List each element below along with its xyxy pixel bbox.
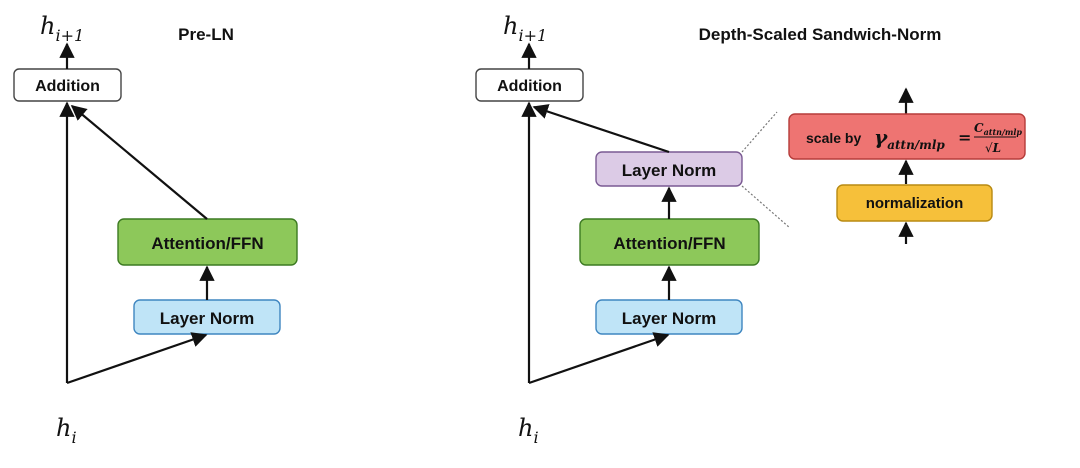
svg-text:hi+1: hi+1	[503, 12, 547, 45]
sandwich-input-to-layernorm-arrow	[528, 332, 670, 385]
normalization-label: normalization	[866, 195, 964, 212]
zoom-guide-lower	[741, 185, 791, 229]
pre-ln-input-label: hi	[56, 414, 77, 447]
pre-ln-panel: Pre-LN hi+1 hi Addition Attention/FFN La…	[13, 12, 298, 447]
svg-text:γattn/mlp: γattn/mlp	[874, 125, 945, 152]
sandwich-top-layernorm-label: Layer Norm	[622, 161, 716, 180]
svg-text:hi+1: hi+1	[40, 12, 84, 45]
sandwich-attention-label: Attention/FFN	[613, 234, 725, 253]
pre-ln-input-base: h	[56, 414, 71, 442]
sandwich-norm-detail: scale by γattn/mlp = Cattn/mlp √L normal…	[788, 87, 1026, 244]
sandwich-input-label: hi	[518, 414, 539, 447]
pre-ln-attention-box	[117, 218, 298, 266]
pre-ln-input-to-layernorm-arrow	[66, 332, 208, 385]
sandwich-input-sub: i	[533, 428, 538, 447]
svg-text:Cattn/mlp: Cattn/mlp	[974, 121, 1022, 137]
pre-ln-layernorm-label: Layer Norm	[160, 309, 254, 328]
pre-ln-output-label: hi+1	[40, 12, 84, 45]
gamma-subscript: attn/mlp	[887, 138, 945, 152]
pre-ln-attention-to-addition-arrow	[70, 105, 208, 220]
sandwich-norm-panel: Depth-Scaled Sandwich-Norm hi+1 hi Addit…	[475, 12, 942, 447]
numerator-subscript: attn/mlp	[984, 127, 1023, 137]
scale-box	[788, 113, 1026, 160]
sandwich-bottom-layernorm-label: Layer Norm	[622, 309, 716, 328]
pre-ln-attention-label: Attention/FFN	[151, 234, 263, 253]
sandwich-addition-label: Addition	[497, 78, 562, 95]
svg-text:hi: hi	[56, 414, 77, 447]
normalization-box	[836, 184, 993, 222]
pre-ln-output-sub: i+1	[55, 26, 84, 45]
equals-sign: =	[958, 128, 971, 147]
zoom-guide-upper	[741, 111, 778, 153]
sandwich-output-sub: i+1	[518, 26, 547, 45]
pre-ln-addition-label: Addition	[35, 78, 100, 95]
scale-prefix: scale by	[806, 130, 861, 146]
numerator-base: C	[974, 121, 984, 135]
pre-ln-output-base: h	[40, 12, 55, 40]
svg-text:√L: √L	[985, 141, 1001, 155]
sandwich-top-norm-to-addition-arrow	[532, 104, 670, 154]
sandwich-output-base: h	[503, 12, 518, 40]
svg-text:hi: hi	[518, 414, 539, 447]
denominator-var: L	[992, 141, 1001, 155]
sqrt-symbol: √	[985, 141, 993, 155]
pre-ln-title: Pre-LN	[178, 25, 234, 44]
sandwich-input-base: h	[518, 414, 533, 442]
scale-formula: scale by γattn/mlp = Cattn/mlp √L	[806, 121, 1022, 155]
sandwich-output-label: hi+1	[503, 12, 547, 45]
pre-ln-input-sub: i	[71, 428, 76, 447]
sandwich-norm-title: Depth-Scaled Sandwich-Norm	[699, 25, 942, 44]
gamma-symbol: γ	[874, 125, 888, 149]
